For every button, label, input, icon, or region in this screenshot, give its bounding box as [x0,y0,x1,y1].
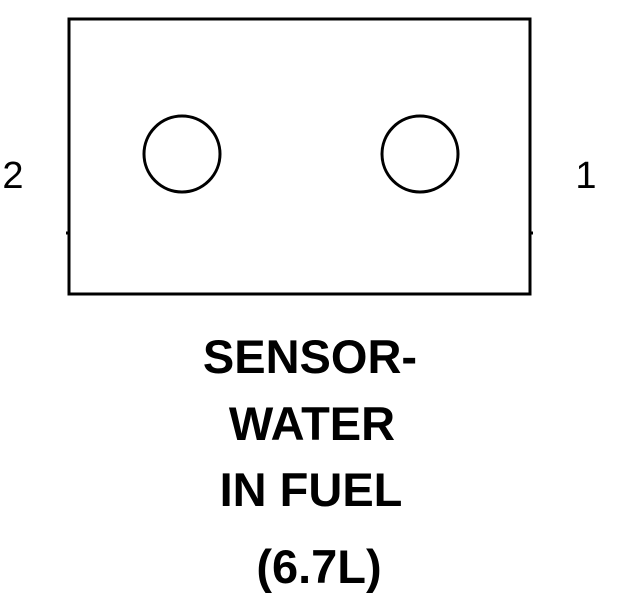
caption-line-2: WATER [229,397,395,450]
caption-line-3: IN FUEL [220,463,403,516]
caption-line-1: SENSOR- [203,330,417,383]
connector-body [67,17,532,296]
pin-label-2: 2 [2,155,23,197]
pin-cavity-2 [142,114,222,194]
caption-line-4: (6.7L) [256,540,381,593]
pin-label-1: 1 [575,155,596,197]
pin-cavity-1 [380,114,460,194]
